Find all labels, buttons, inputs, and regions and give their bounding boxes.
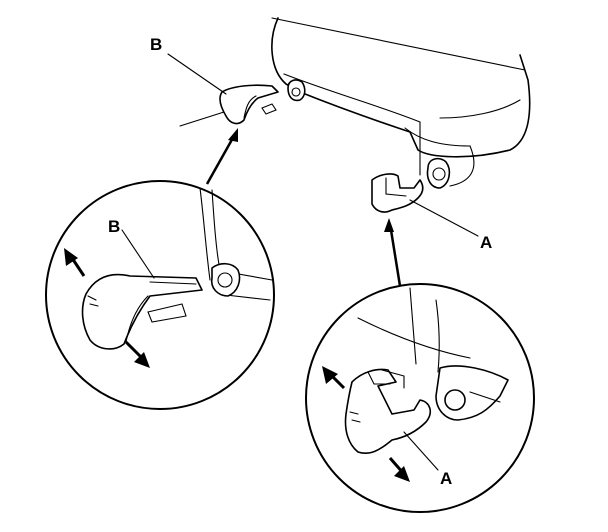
callout-b-detail: B <box>108 217 121 236</box>
leader-b-detail <box>121 229 155 279</box>
cover-b-part <box>179 84 279 127</box>
arrow-to-a <box>384 218 402 287</box>
double-arrow-a <box>322 366 410 482</box>
detail-circle-b <box>45 180 275 410</box>
callout-b-top: B <box>150 35 163 54</box>
bolt-a <box>419 157 451 189</box>
callout-a-detail: A <box>440 469 453 488</box>
leader-a-detail <box>403 431 439 471</box>
cover-a-part <box>371 173 424 213</box>
arrow-to-b <box>205 128 238 185</box>
seat-body <box>271 17 531 187</box>
detail-circle-a <box>305 283 535 513</box>
leader-b-top <box>167 53 227 95</box>
callout-a-main: A <box>480 233 493 252</box>
leader-a-main <box>409 199 479 237</box>
double-arrow-b <box>64 248 150 368</box>
bolt-b <box>287 79 306 102</box>
